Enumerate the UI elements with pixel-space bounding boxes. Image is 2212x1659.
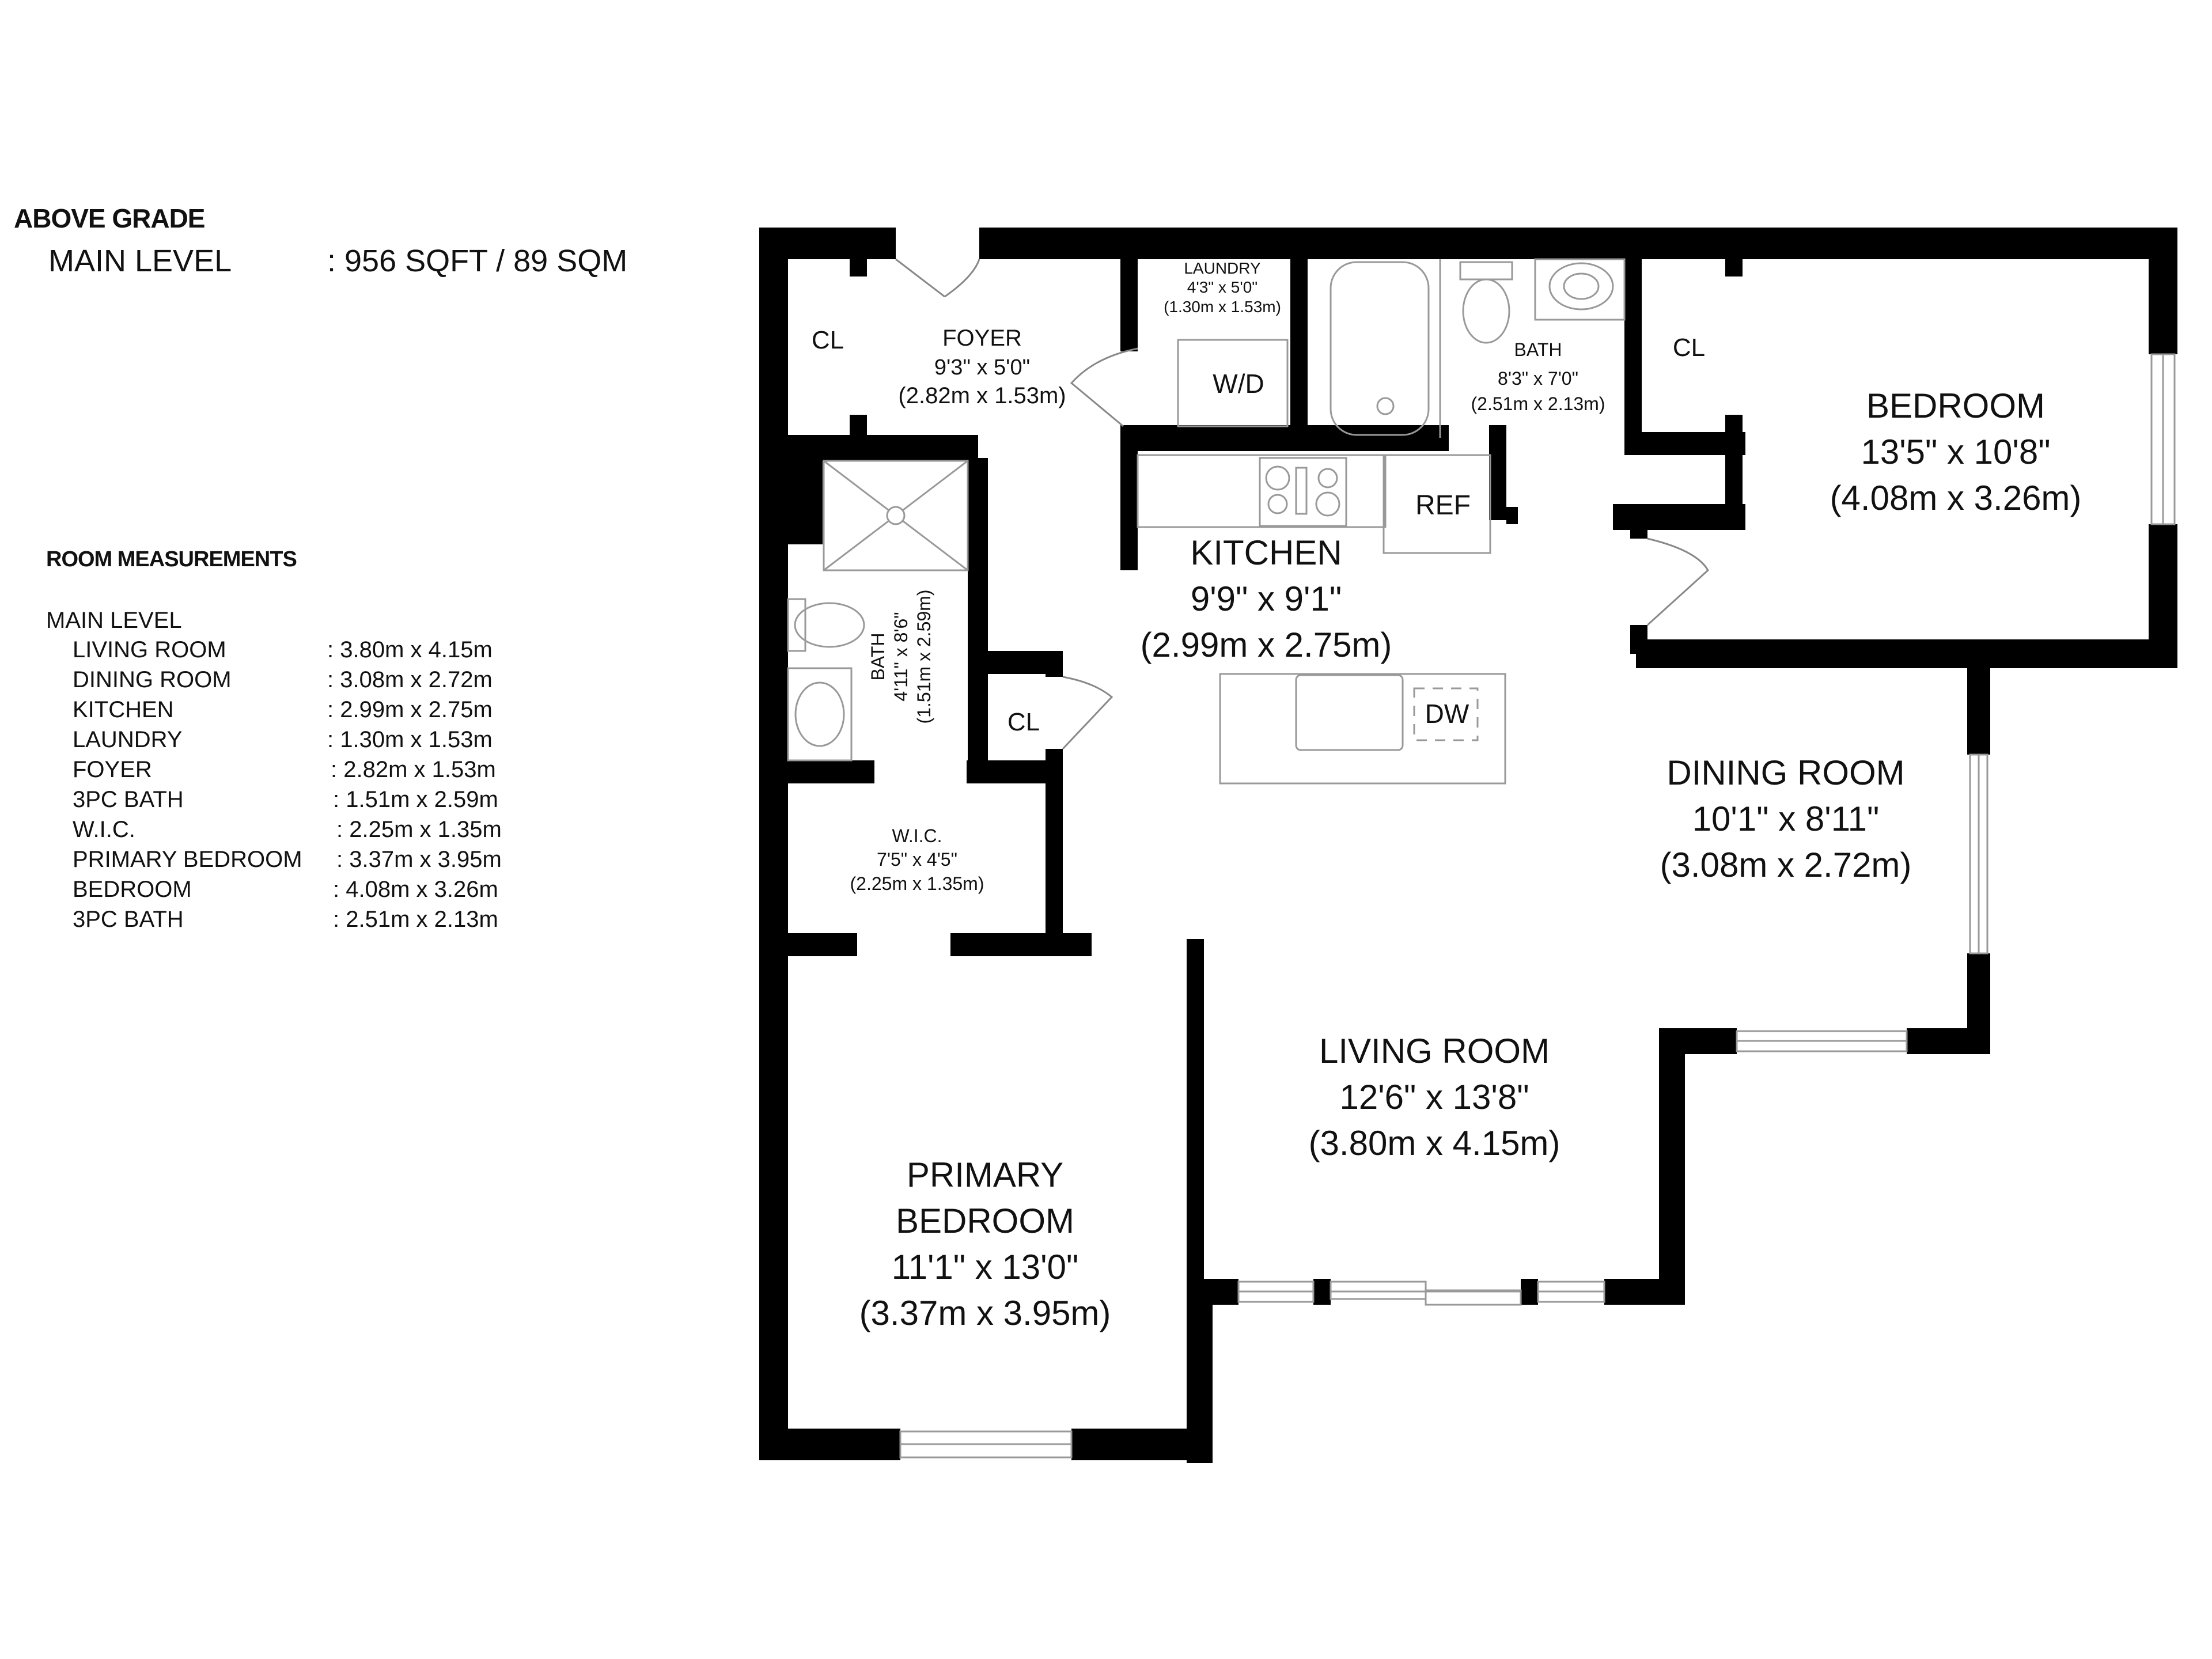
appliance-label: REF (1415, 490, 1471, 521)
room-name: LIVING ROOM (1319, 1032, 1550, 1070)
room-metric: (2.25m x 1.35m) (850, 873, 984, 894)
room-labels: CL FOYER 9'3" x 5'0" (2.82m x 1.53m) LAU… (812, 259, 2082, 1332)
measure-value: : 2.82m x 1.53m (331, 757, 496, 782)
room-imperial: 10'1" x 8'11" (1692, 800, 1880, 838)
room-metric: (1.51m x 2.59m) (914, 590, 934, 724)
measure-value: : 2.51m x 2.13m (333, 907, 498, 932)
room-metric: (2.99m x 2.75m) (1141, 626, 1392, 664)
dishwasher-icon (1413, 687, 1479, 741)
room-metric: (3.08m x 2.72m) (1660, 846, 1912, 884)
kitchen-sink-icon (1295, 674, 1404, 751)
shower-icon (823, 460, 969, 571)
measure-name: BEDROOM (73, 877, 192, 902)
room-name: BATH (868, 633, 888, 681)
bathtub-icon (1330, 261, 1430, 436)
measure-name: DINING ROOM (73, 667, 232, 692)
room-imperial: 13'5" x 10'8" (1861, 433, 2050, 471)
measure-name: W.I.C. (73, 817, 135, 842)
measure-name: LIVING ROOM (73, 637, 226, 662)
laundry-door-icon (1070, 347, 1138, 427)
measurements-level-label: MAIN LEVEL (46, 608, 182, 633)
refrigerator-icon (1382, 454, 1491, 554)
appliance-label: W/D (1213, 369, 1264, 399)
hall-closet-door-icon (1062, 676, 1113, 750)
toilet-icon (787, 598, 806, 652)
measure-name: PRIMARY BEDROOM (73, 847, 302, 872)
measure-name: LAUNDRY (73, 727, 183, 752)
appliance-label: DW (1425, 699, 1469, 729)
closet-label: CL (812, 326, 844, 354)
room-name: PRIMARY (907, 1156, 1063, 1194)
room-metric: (4.08m x 3.26m) (1830, 479, 2082, 517)
stove-icon (1259, 457, 1347, 527)
measure-name: FOYER (73, 757, 152, 782)
washer-dryer-icon (1177, 339, 1289, 427)
measure-value: : 2.25m x 1.35m (336, 817, 502, 842)
room-imperial: 9'9" x 9'1" (1191, 579, 1342, 618)
room-name: BEDROOM (1866, 387, 2045, 425)
measure-value: : 1.30m x 1.53m (327, 727, 493, 752)
closet-label: CL (1007, 708, 1040, 736)
windows (899, 353, 2176, 1459)
kitchen-counter (1137, 454, 1387, 528)
kitchen-island (1219, 673, 1506, 785)
toilet-icon (1459, 261, 1513, 281)
room-imperial: 11'1" x 13'0" (892, 1248, 1079, 1286)
room-metric: (3.80m x 4.15m) (1309, 1124, 1560, 1162)
walls (759, 228, 2177, 1463)
measure-name: KITCHEN (73, 697, 174, 722)
fixtures (787, 258, 1626, 785)
measure-value: : 2.99m x 2.75m (327, 697, 493, 722)
entry-door-icon (895, 258, 945, 298)
room-name: W.I.C. (892, 825, 942, 846)
room-name: BEDROOM (896, 1202, 1074, 1240)
measure-value: : 1.51m x 2.59m (333, 787, 498, 812)
room-imperial: 12'6" x 13'8" (1339, 1078, 1529, 1116)
room-imperial: 8'3" x 7'0" (1498, 368, 1578, 389)
measure-value: : 3.37m x 3.95m (336, 847, 502, 872)
room-imperial: 9'3" x 5'0" (934, 355, 1030, 380)
room-measurements-title: ROOM MEASUREMENTS (46, 547, 297, 571)
main-level-area: : 956 SQFT / 89 SQM (327, 244, 628, 278)
room-name: BATH (1514, 339, 1562, 360)
measure-value: : 3.80m x 4.15m (327, 637, 493, 662)
measure-value: : 3.08m x 2.72m (327, 667, 493, 692)
room-imperial: 4'11" x 8'6" (891, 612, 911, 701)
measure-name: 3PC BATH (73, 787, 184, 812)
room-imperial: 7'5" x 4'5" (877, 849, 957, 870)
room-name: KITCHEN (1190, 533, 1342, 572)
room-metric: (1.30m x 1.53m) (1164, 298, 1281, 316)
above-grade-title: ABOVE GRADE (14, 203, 205, 233)
sink-icon (794, 681, 845, 747)
room-name: FOYER (942, 325, 1022, 351)
room-imperial: 4'3" x 5'0" (1187, 278, 1257, 296)
room-name: LAUNDRY (1184, 259, 1261, 277)
measure-value: : 4.08m x 3.26m (333, 877, 498, 902)
bedroom-door-icon (1646, 537, 1709, 626)
room-metric: (2.51m x 2.13m) (1471, 393, 1605, 414)
room-metric: (3.37m x 3.95m) (859, 1294, 1111, 1332)
doors (895, 258, 1709, 750)
room-name: DINING ROOM (1666, 753, 1904, 792)
closet-label: CL (1673, 334, 1705, 362)
main-level-label: MAIN LEVEL (48, 244, 232, 278)
sink-icon (1548, 262, 1614, 310)
measure-name: 3PC BATH (73, 907, 184, 932)
room-metric: (2.82m x 1.53m) (898, 383, 1066, 408)
